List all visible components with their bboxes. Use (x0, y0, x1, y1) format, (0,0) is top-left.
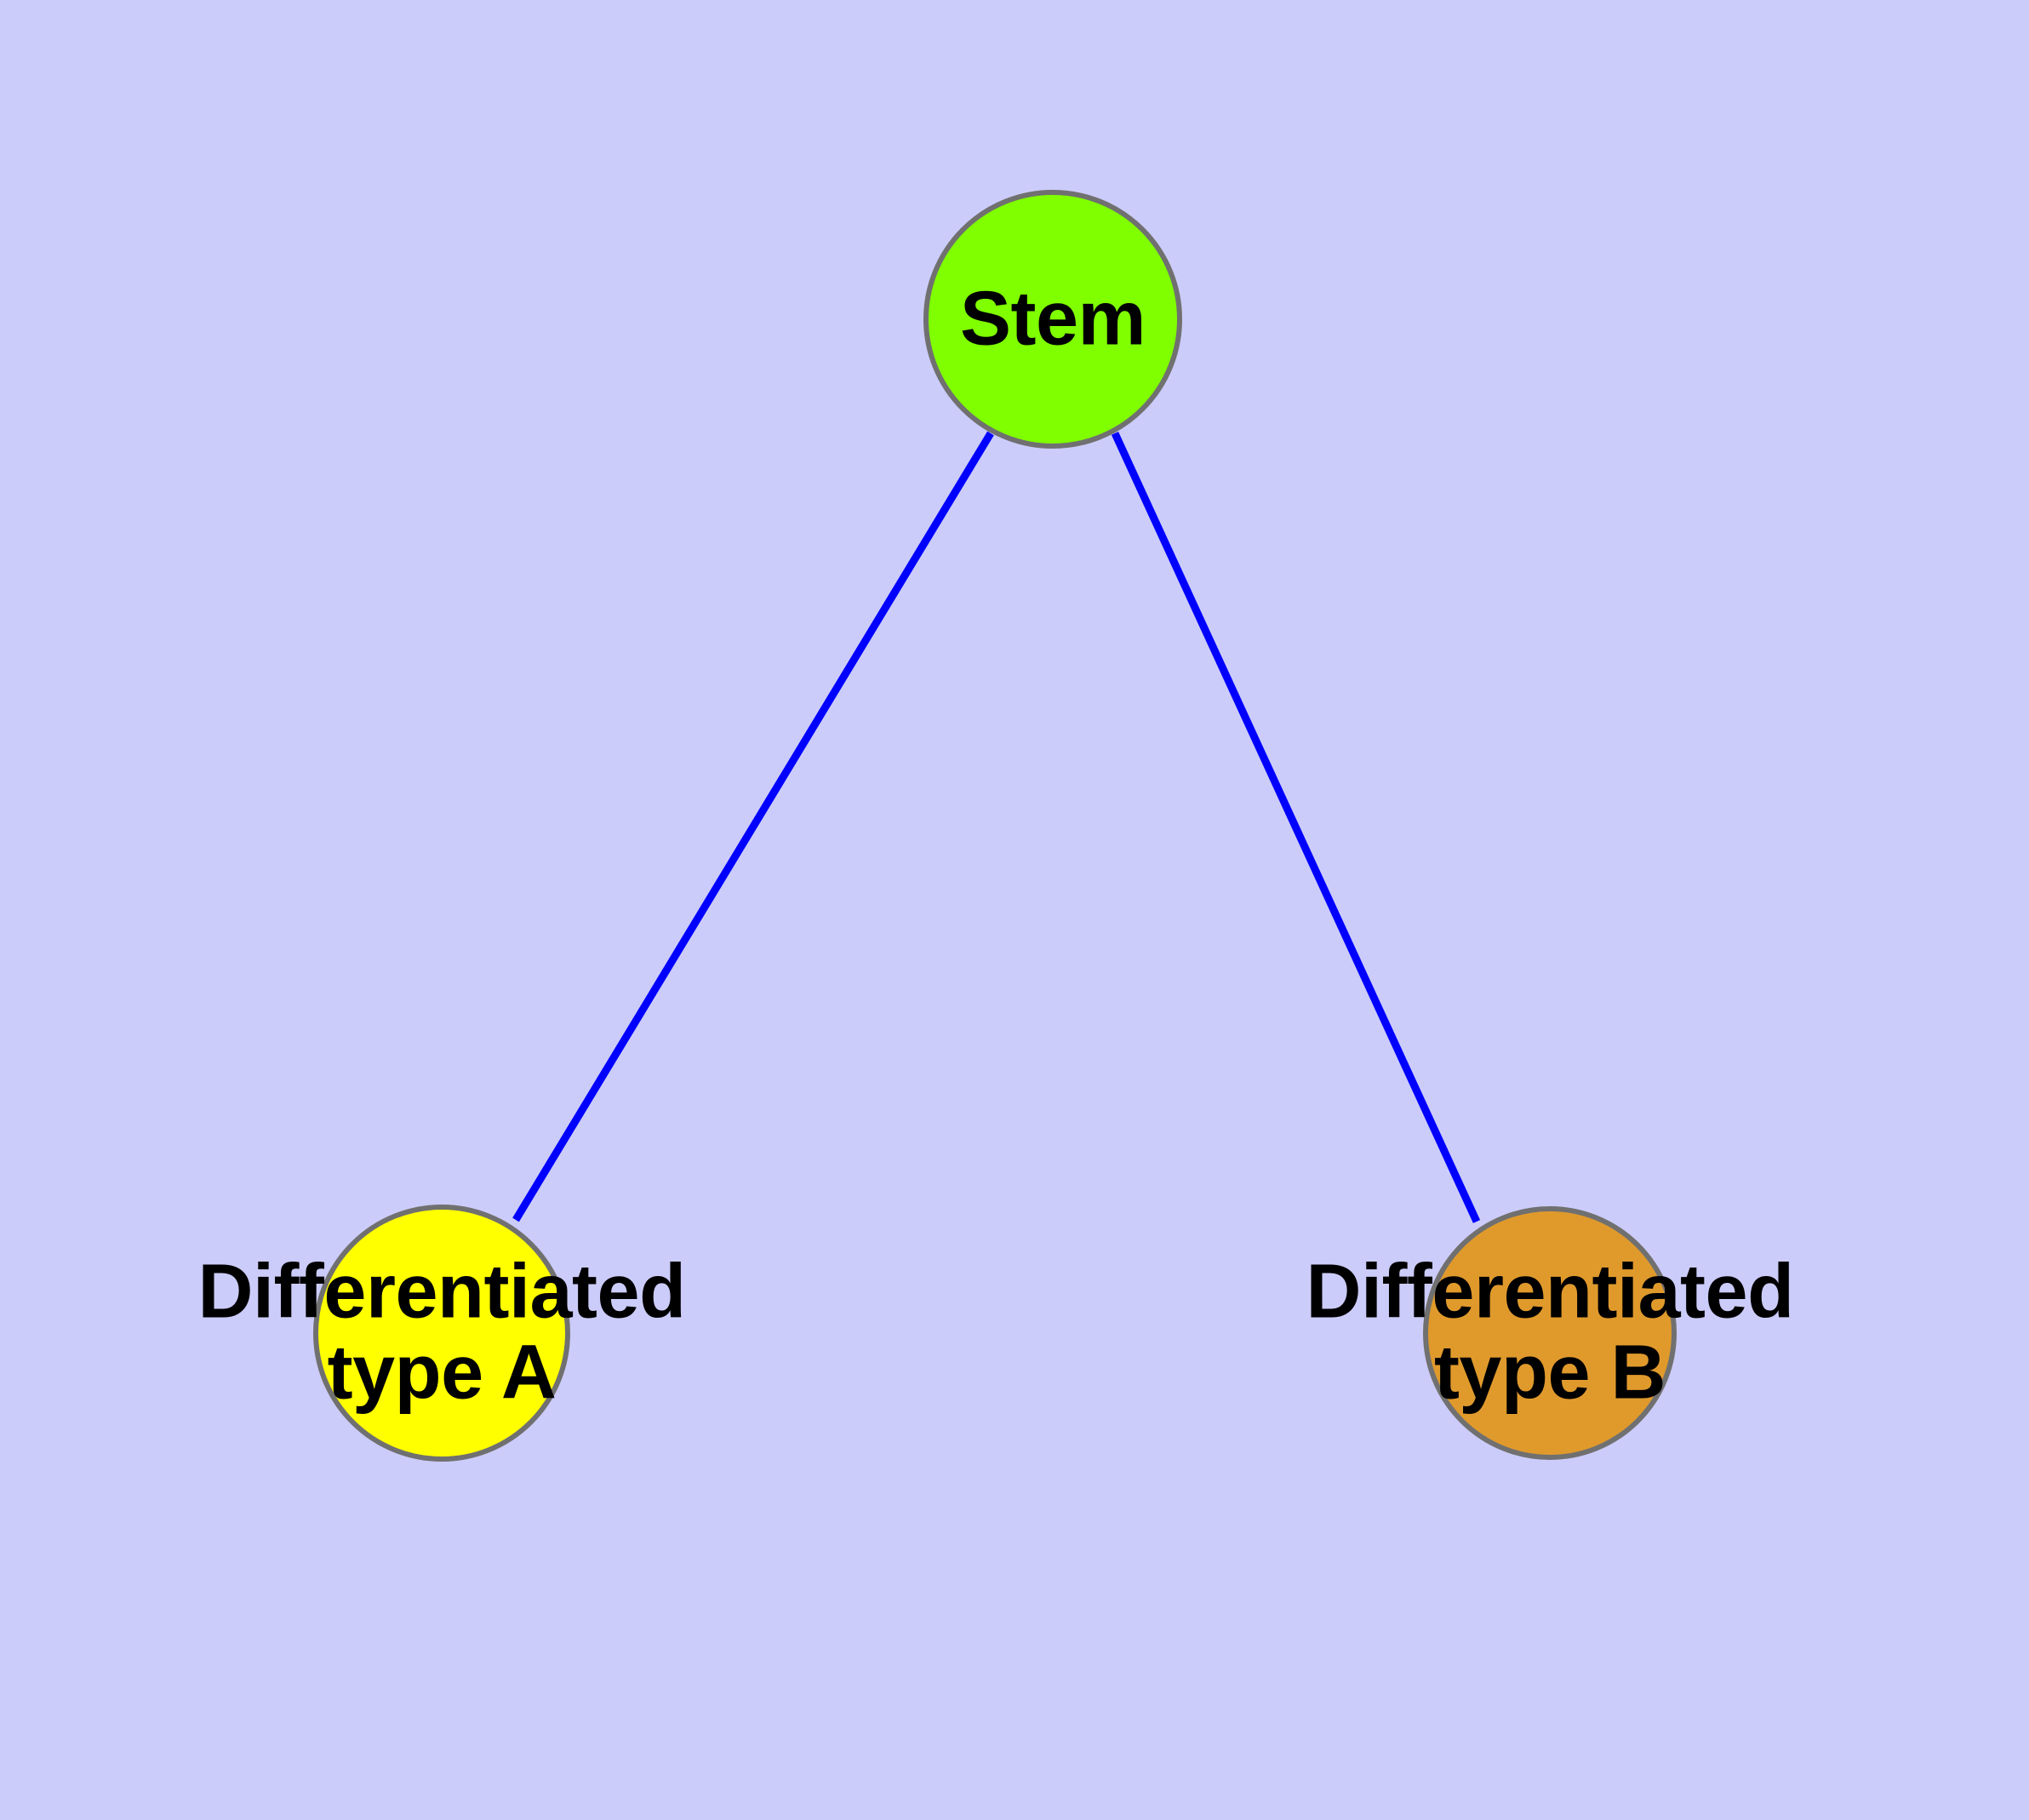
edge-stem-to-differentiated-type-a (512, 431, 994, 1222)
node-stem[interactable] (923, 190, 1182, 449)
node-differentiated-type-a[interactable] (313, 1205, 570, 1462)
edge-layer (512, 431, 1481, 1223)
node-differentiated-type-b[interactable] (1423, 1206, 1677, 1460)
node-layer (313, 190, 1677, 1462)
edge-stem-to-differentiated-type-b (1111, 432, 1481, 1223)
